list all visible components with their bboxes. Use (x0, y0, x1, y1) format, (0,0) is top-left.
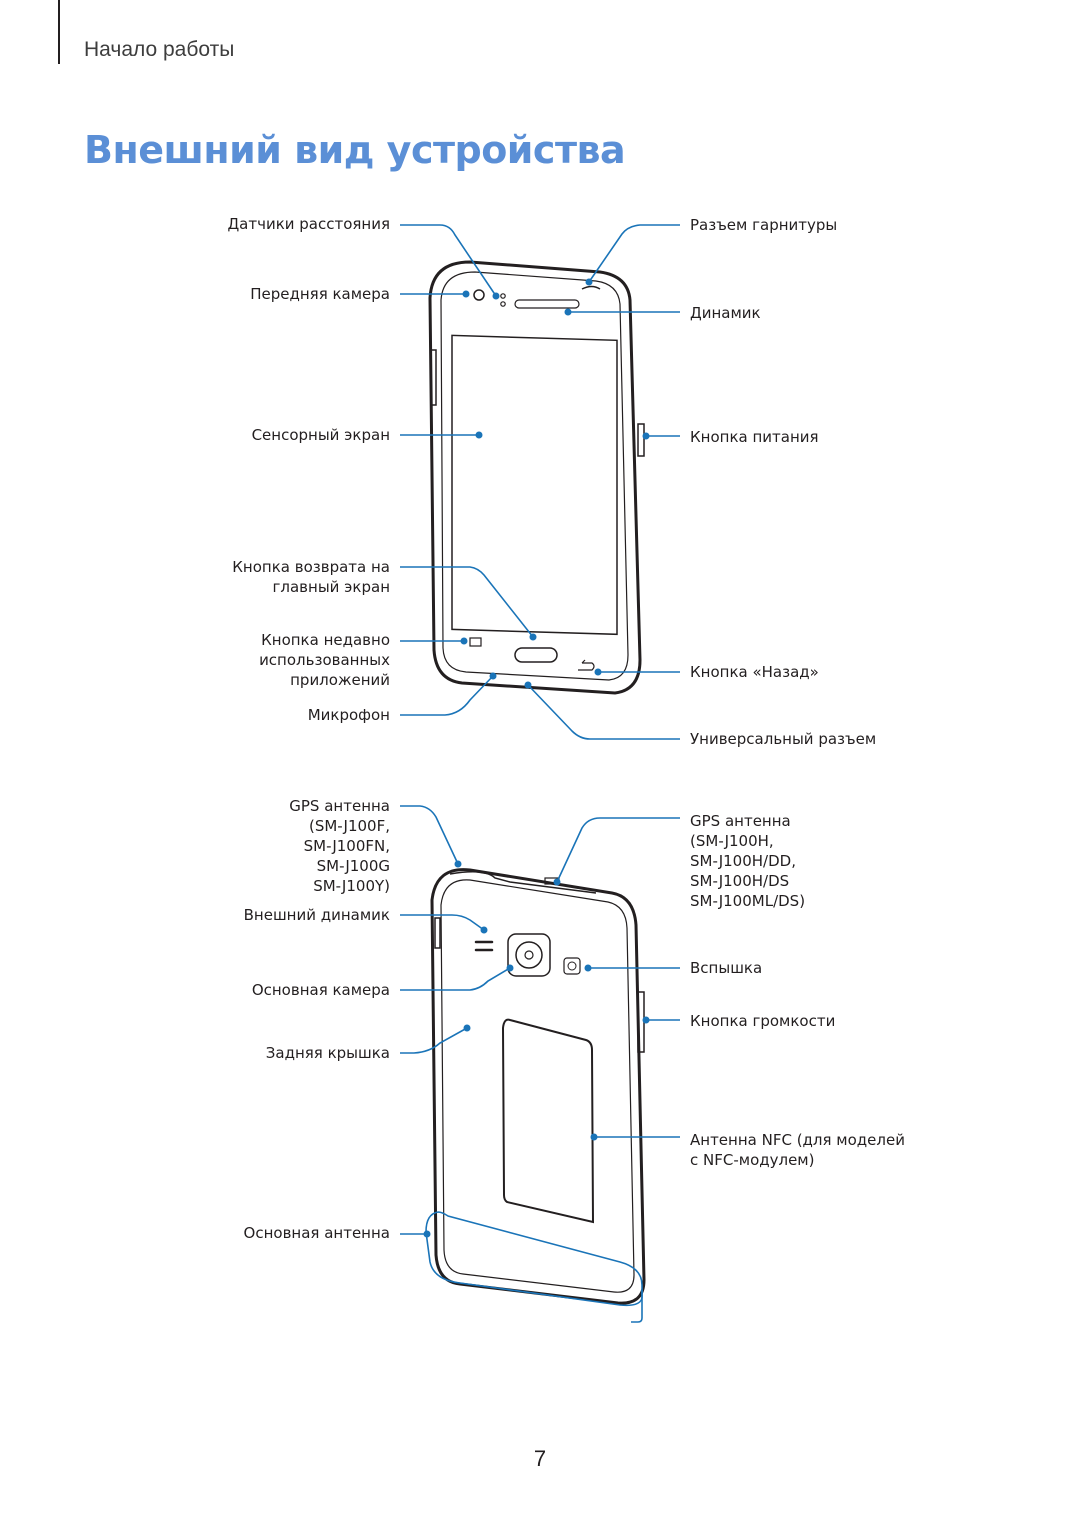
label-speaker: Динамик (690, 304, 761, 322)
power-key-shape (637, 423, 645, 457)
label-home-key: Кнопка возврата на главный экран (232, 557, 390, 597)
leader-rear-camera (400, 967, 511, 991)
leader-multipurpose (527, 684, 680, 740)
leader-microphone (400, 675, 494, 716)
label-flash: Вспышка (690, 959, 763, 977)
leader-back-cover (400, 1027, 468, 1054)
label-recent-line1: Кнопка недавно (261, 631, 390, 649)
nfc-line1: Антенна NFC (для моделей (690, 1131, 905, 1149)
side-rule (58, 0, 60, 64)
gps-left-line3: SM-J100FN, (303, 837, 390, 855)
leader-gps-left (400, 805, 459, 865)
front-phone-inner-edge (440, 271, 629, 681)
label-headset-jack: Разъем гарнитуры (690, 216, 838, 234)
label-multipurpose-jack: Универсальный разъем (690, 730, 877, 748)
gps-right-line1: GPS антенна (690, 812, 791, 830)
front-screen (451, 334, 618, 636)
nfc-line2: с NFC-модулем) (690, 1151, 815, 1169)
gps-left-line2: (SM-J100F, (308, 817, 390, 835)
leader-ext-speaker (400, 914, 485, 931)
leader-proximity (400, 224, 497, 297)
recent-apps-icon (469, 637, 482, 647)
flash-shape (563, 957, 581, 975)
speaker-grille (514, 299, 580, 309)
nfc-antenna-area (501, 1018, 595, 1224)
label-recent-apps-key: Кнопка недавно использованных приложений (259, 630, 390, 690)
page-number: 7 (533, 1446, 547, 1471)
gps-right-line4: SM-J100H/DS (690, 872, 790, 890)
label-back-key: Кнопка «Назад» (690, 663, 819, 681)
label-recent-line3: приложений (290, 671, 390, 689)
label-proximity-sensors: Датчики расстояния (227, 215, 390, 233)
leader-gps-right (556, 817, 680, 883)
page-title: Внешний вид устройства (84, 128, 626, 172)
leader-home (400, 566, 534, 638)
front-phone-body (428, 260, 642, 695)
rear-phone-inner-edge (440, 879, 635, 1293)
home-key-shape (514, 647, 558, 663)
label-recent-line2: использованных (259, 651, 390, 669)
front-camera-lens (473, 289, 485, 301)
gps-left-line5: SM-J100Y) (313, 877, 390, 895)
label-home-key-line1: Кнопка возврата на (232, 558, 390, 576)
back-icon (578, 659, 595, 671)
gps-right-line2: (SM-J100H, (690, 832, 774, 850)
label-main-antenna: Основная антенна (243, 1224, 390, 1242)
label-home-key-line2: главный экран (272, 578, 390, 596)
label-front-camera: Передняя камера (250, 285, 390, 303)
label-external-speaker: Внешний динамик (243, 906, 390, 924)
label-gps-antenna-right: GPS антенна (SM-J100H, SM-J100H/DD, SM-J… (690, 811, 805, 911)
rear-camera-module (507, 933, 551, 977)
label-back-cover: Задняя крышка (265, 1044, 390, 1062)
gps-right-line5: SM-J100ML/DS) (690, 892, 806, 910)
section-title: Начало работы (84, 38, 235, 61)
label-touchscreen: Сенсорный экран (251, 426, 390, 444)
label-gps-antenna-left: GPS антенна (SM-J100F, SM-J100FN, SM-J10… (289, 796, 390, 896)
label-power-key: Кнопка питания (690, 428, 819, 446)
leader-headset (588, 224, 680, 283)
gps-right-line3: SM-J100H/DD, (690, 852, 796, 870)
label-volume-key: Кнопка громкости (690, 1012, 836, 1030)
rear-phone-body (430, 868, 646, 1305)
gps-left-line1: GPS антенна (289, 797, 390, 815)
label-rear-camera: Основная камера (251, 981, 390, 999)
label-microphone: Микрофон (307, 706, 390, 724)
gps-left-line4: SM-J100G (316, 857, 390, 875)
rear-camera-lens (515, 941, 543, 969)
label-nfc-antenna: Антенна NFC (для моделей с NFC-модулем) (690, 1130, 905, 1170)
